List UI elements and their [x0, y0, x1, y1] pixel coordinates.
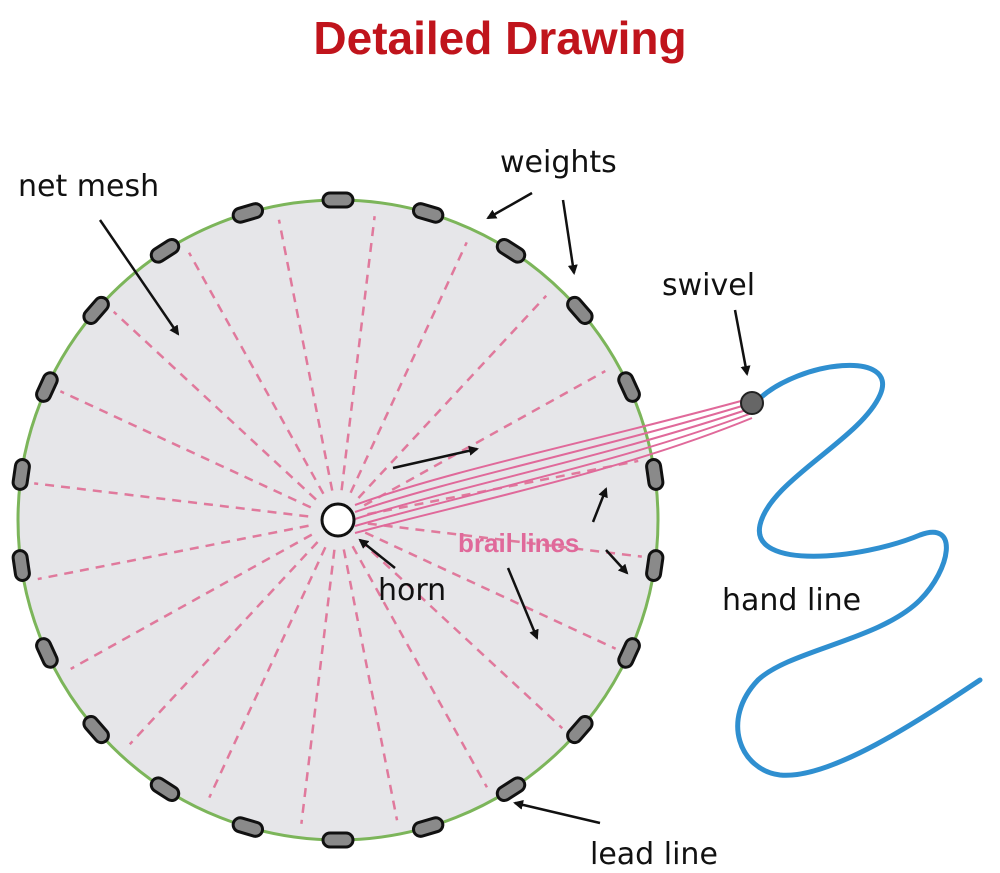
- weight-sinker: [566, 715, 594, 745]
- mesh-ray: [357, 294, 548, 499]
- weight-sinker: [645, 549, 665, 582]
- mesh-ray: [367, 459, 639, 516]
- mesh-ray: [351, 545, 489, 788]
- brail-lines-bundle: [354, 397, 753, 534]
- mesh-ray: [37, 524, 309, 581]
- weight-sinker: [11, 458, 31, 491]
- mesh-ray: [277, 219, 334, 491]
- mesh-ray: [340, 216, 376, 491]
- weight-sinker: [231, 816, 265, 838]
- mesh-ray: [364, 531, 617, 650]
- weight-sinker: [35, 371, 59, 403]
- weight-sinker: [411, 816, 445, 838]
- weights-group: [11, 191, 665, 849]
- horn-ring: [320, 502, 356, 538]
- weight-sinker: [495, 237, 527, 264]
- brail-arrow-down: [506, 567, 539, 640]
- weight-sinker: [149, 776, 181, 803]
- net-mesh-rays: [34, 216, 642, 824]
- hand-line-rope: [735, 362, 983, 778]
- weight-sinker: [645, 458, 665, 491]
- weight-sinker: [11, 549, 31, 582]
- mesh-ray: [359, 539, 564, 730]
- weight-sinker: [35, 637, 59, 669]
- mesh-ray: [128, 541, 319, 746]
- weight-sinker: [149, 237, 181, 264]
- mesh-ray: [349, 241, 468, 494]
- weight-sinker: [566, 295, 594, 325]
- horn-label: horn: [378, 573, 446, 608]
- weights-arrow-left: [486, 191, 533, 220]
- hand-line-label: hand line: [722, 583, 861, 618]
- brail-lines-label: brail lines: [458, 528, 579, 558]
- horn-arrow: [358, 538, 396, 569]
- weight-sinker: [321, 831, 355, 849]
- weights-label: weights: [500, 145, 617, 180]
- mesh-direction-arrow: [392, 445, 479, 470]
- lead-line-arrow: [513, 799, 601, 825]
- net-mesh-arrow: [98, 219, 180, 336]
- mesh-ray: [342, 549, 399, 821]
- weight-sinker: [82, 715, 110, 745]
- mesh-ray: [367, 522, 642, 558]
- weight-sinker: [495, 776, 527, 803]
- mesh-ray: [363, 369, 606, 507]
- mesh-ray: [70, 533, 313, 671]
- brail-arrow-up: [591, 487, 608, 523]
- mesh-ray: [187, 252, 325, 495]
- swivel-icon: [740, 391, 764, 415]
- weight-sinker: [231, 202, 265, 224]
- weight-sinker: [617, 637, 641, 669]
- mesh-ray: [208, 546, 327, 799]
- mesh-ray: [112, 310, 317, 501]
- swivel-label: swivel: [662, 268, 755, 303]
- weight-sinker: [321, 191, 355, 209]
- mesh-ray: [300, 549, 336, 824]
- weight-sinker: [411, 202, 445, 224]
- lead-line-label: lead line: [590, 837, 718, 872]
- diagram-title: Detailed Drawing: [313, 12, 687, 64]
- net-mesh-label: net mesh: [18, 169, 159, 204]
- weight-sinker: [82, 295, 110, 325]
- weights-arrow-right: [561, 199, 578, 275]
- mesh-ray: [34, 482, 309, 518]
- brail-arrow-right: [605, 549, 629, 575]
- weight-sinker: [617, 371, 641, 403]
- mesh-ray: [59, 390, 312, 509]
- swivel-arrow: [733, 309, 751, 376]
